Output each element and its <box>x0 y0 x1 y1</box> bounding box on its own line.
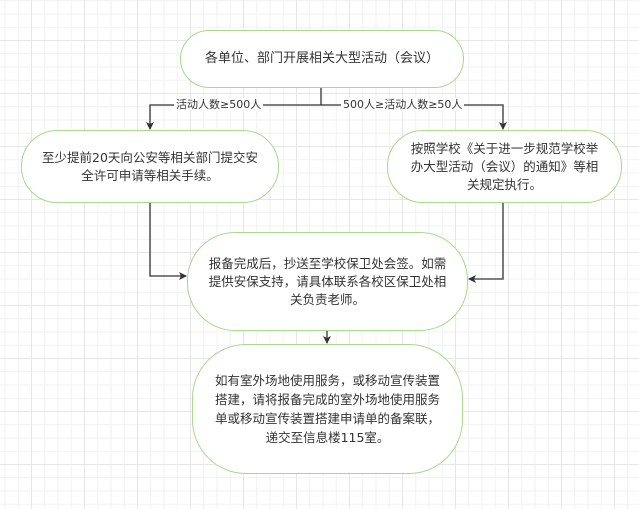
filing-complete-node: 报备完成后，抄送至学校保卫处会签。如需提供安保支持，请具体联系各校区保卫处相关负… <box>187 232 468 331</box>
edge-right-to-mid <box>468 203 504 283</box>
large-event-node: 至少提前20天向公安等相关部门提交安全许可申请等相关手续。 <box>21 130 279 203</box>
medium-event-node-text: 按照学校《关于进一步规范学校举办大型活动（会议）的通知》等相关规定执行。 <box>410 140 599 192</box>
filing-complete-node-text: 报备完成后，抄送至学校保卫处会签。如需提供安保支持，请具体联系各校区保卫处相关负… <box>208 255 447 307</box>
start-node-text: 各单位、部门开展相关大型活动（会议） <box>204 51 439 66</box>
outdoor-venue-node: 如有室外场地使用服务，或移动宣传装置搭建，请将报备完成的室外场地使用服务单或移动… <box>192 344 463 474</box>
start-node: 各单位、部门开展相关大型活动（会议） <box>180 30 464 88</box>
edge-left-to-mid <box>149 203 187 280</box>
outdoor-venue-node-text: 如有室外场地使用服务，或移动宣传装置搭建，请将报备完成的室外场地使用服务单或移动… <box>215 373 441 445</box>
edge-label-medium-event: 500人≥活动人数≥50人 <box>341 98 465 111</box>
edge-label-large-event: 活动人数≥500人 <box>174 98 264 111</box>
medium-event-node: 按照学校《关于进一步规范学校举办大型活动（会议）的通知》等相关规定执行。 <box>387 130 622 203</box>
large-event-node-text: 至少提前20天向公安等相关部门提交安全许可申请等相关手续。 <box>42 149 258 183</box>
